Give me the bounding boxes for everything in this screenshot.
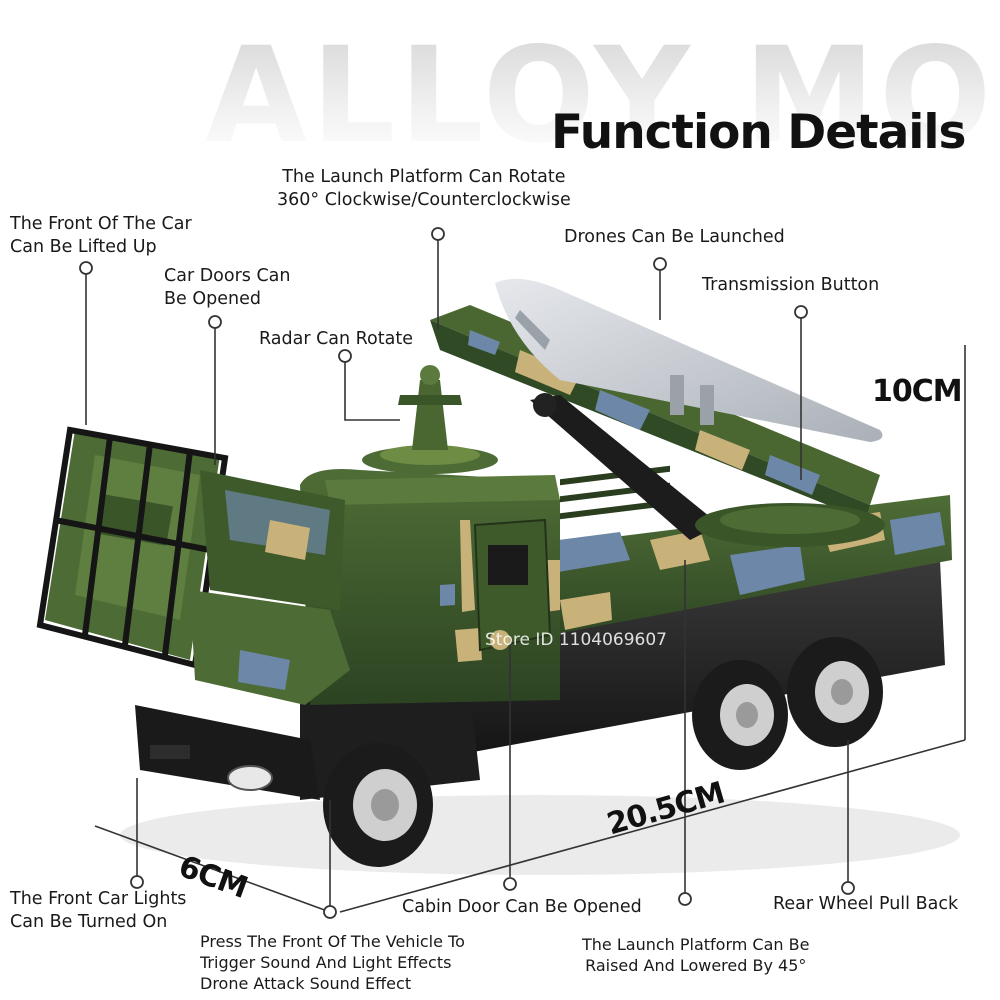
front-bumper [135, 705, 320, 800]
wheels [323, 637, 883, 867]
label-platform-raise-line-1: The Launch Platform Can Be [582, 935, 810, 954]
label-car-doors: Car Doors Can Be Opened [164, 265, 291, 311]
radar [362, 365, 498, 474]
drone [495, 278, 883, 442]
label-front-lights-line-1: The Front Car Lights [10, 889, 187, 909]
label-press-front: Press The Front Of The Vehicle To Trigge… [200, 931, 465, 994]
label-press-front-line-2: Trigger Sound And Light Effects [200, 953, 452, 972]
label-platform-raise-line-2: Raised And Lowered By 45° [585, 956, 807, 975]
background-watermark-text: ALLOY MODEL [205, 19, 1000, 173]
middle-wheel [692, 660, 788, 770]
front-wheel [323, 743, 433, 867]
label-car-doors-line-1: Car Doors Can [164, 266, 291, 286]
front-door [190, 470, 350, 705]
label-front-lift: The Front Of The Car Can Be Lifted Up [10, 213, 192, 259]
label-platform-rotate-line-1: The Launch Platform Can Rotate [282, 167, 566, 187]
label-cabin-door: Cabin Door Can Be Opened [402, 897, 642, 917]
label-press-front-line-1: Press The Front Of The Vehicle To [200, 932, 465, 951]
label-front-lights: The Front Car Lights Can Be Turned On [10, 888, 186, 934]
dimension-height: 10CM [872, 374, 963, 409]
label-platform-raise: The Launch Platform Can Be Raised And Lo… [582, 934, 809, 976]
store-watermark: Store ID 1104069607 [485, 630, 668, 650]
label-radar: Radar Can Rotate [259, 329, 413, 349]
label-drones: Drones Can Be Launched [564, 227, 785, 247]
label-press-front-line-3: Drone Attack Sound Effect [200, 974, 412, 993]
label-platform-rotate-line-2: 360° Clockwise/Counterclockwise [277, 190, 571, 210]
label-front-lights-line-2: Can Be Turned On [10, 912, 168, 932]
rear-wheel [787, 637, 883, 747]
label-front-lift-line-1: The Front Of The Car [10, 214, 192, 234]
label-car-doors-line-2: Be Opened [164, 289, 261, 309]
page-title: Function Details [551, 105, 967, 160]
label-transmission: Transmission Button [702, 275, 880, 295]
headlight [227, 765, 273, 791]
label-front-lift-line-2: Can Be Lifted Up [10, 237, 157, 257]
front-hood [36, 426, 229, 669]
label-rear-wheel: Rear Wheel Pull Back [773, 894, 959, 914]
label-platform-rotate: The Launch Platform Can Rotate 360° Cloc… [277, 166, 571, 212]
cabin [300, 469, 560, 705]
